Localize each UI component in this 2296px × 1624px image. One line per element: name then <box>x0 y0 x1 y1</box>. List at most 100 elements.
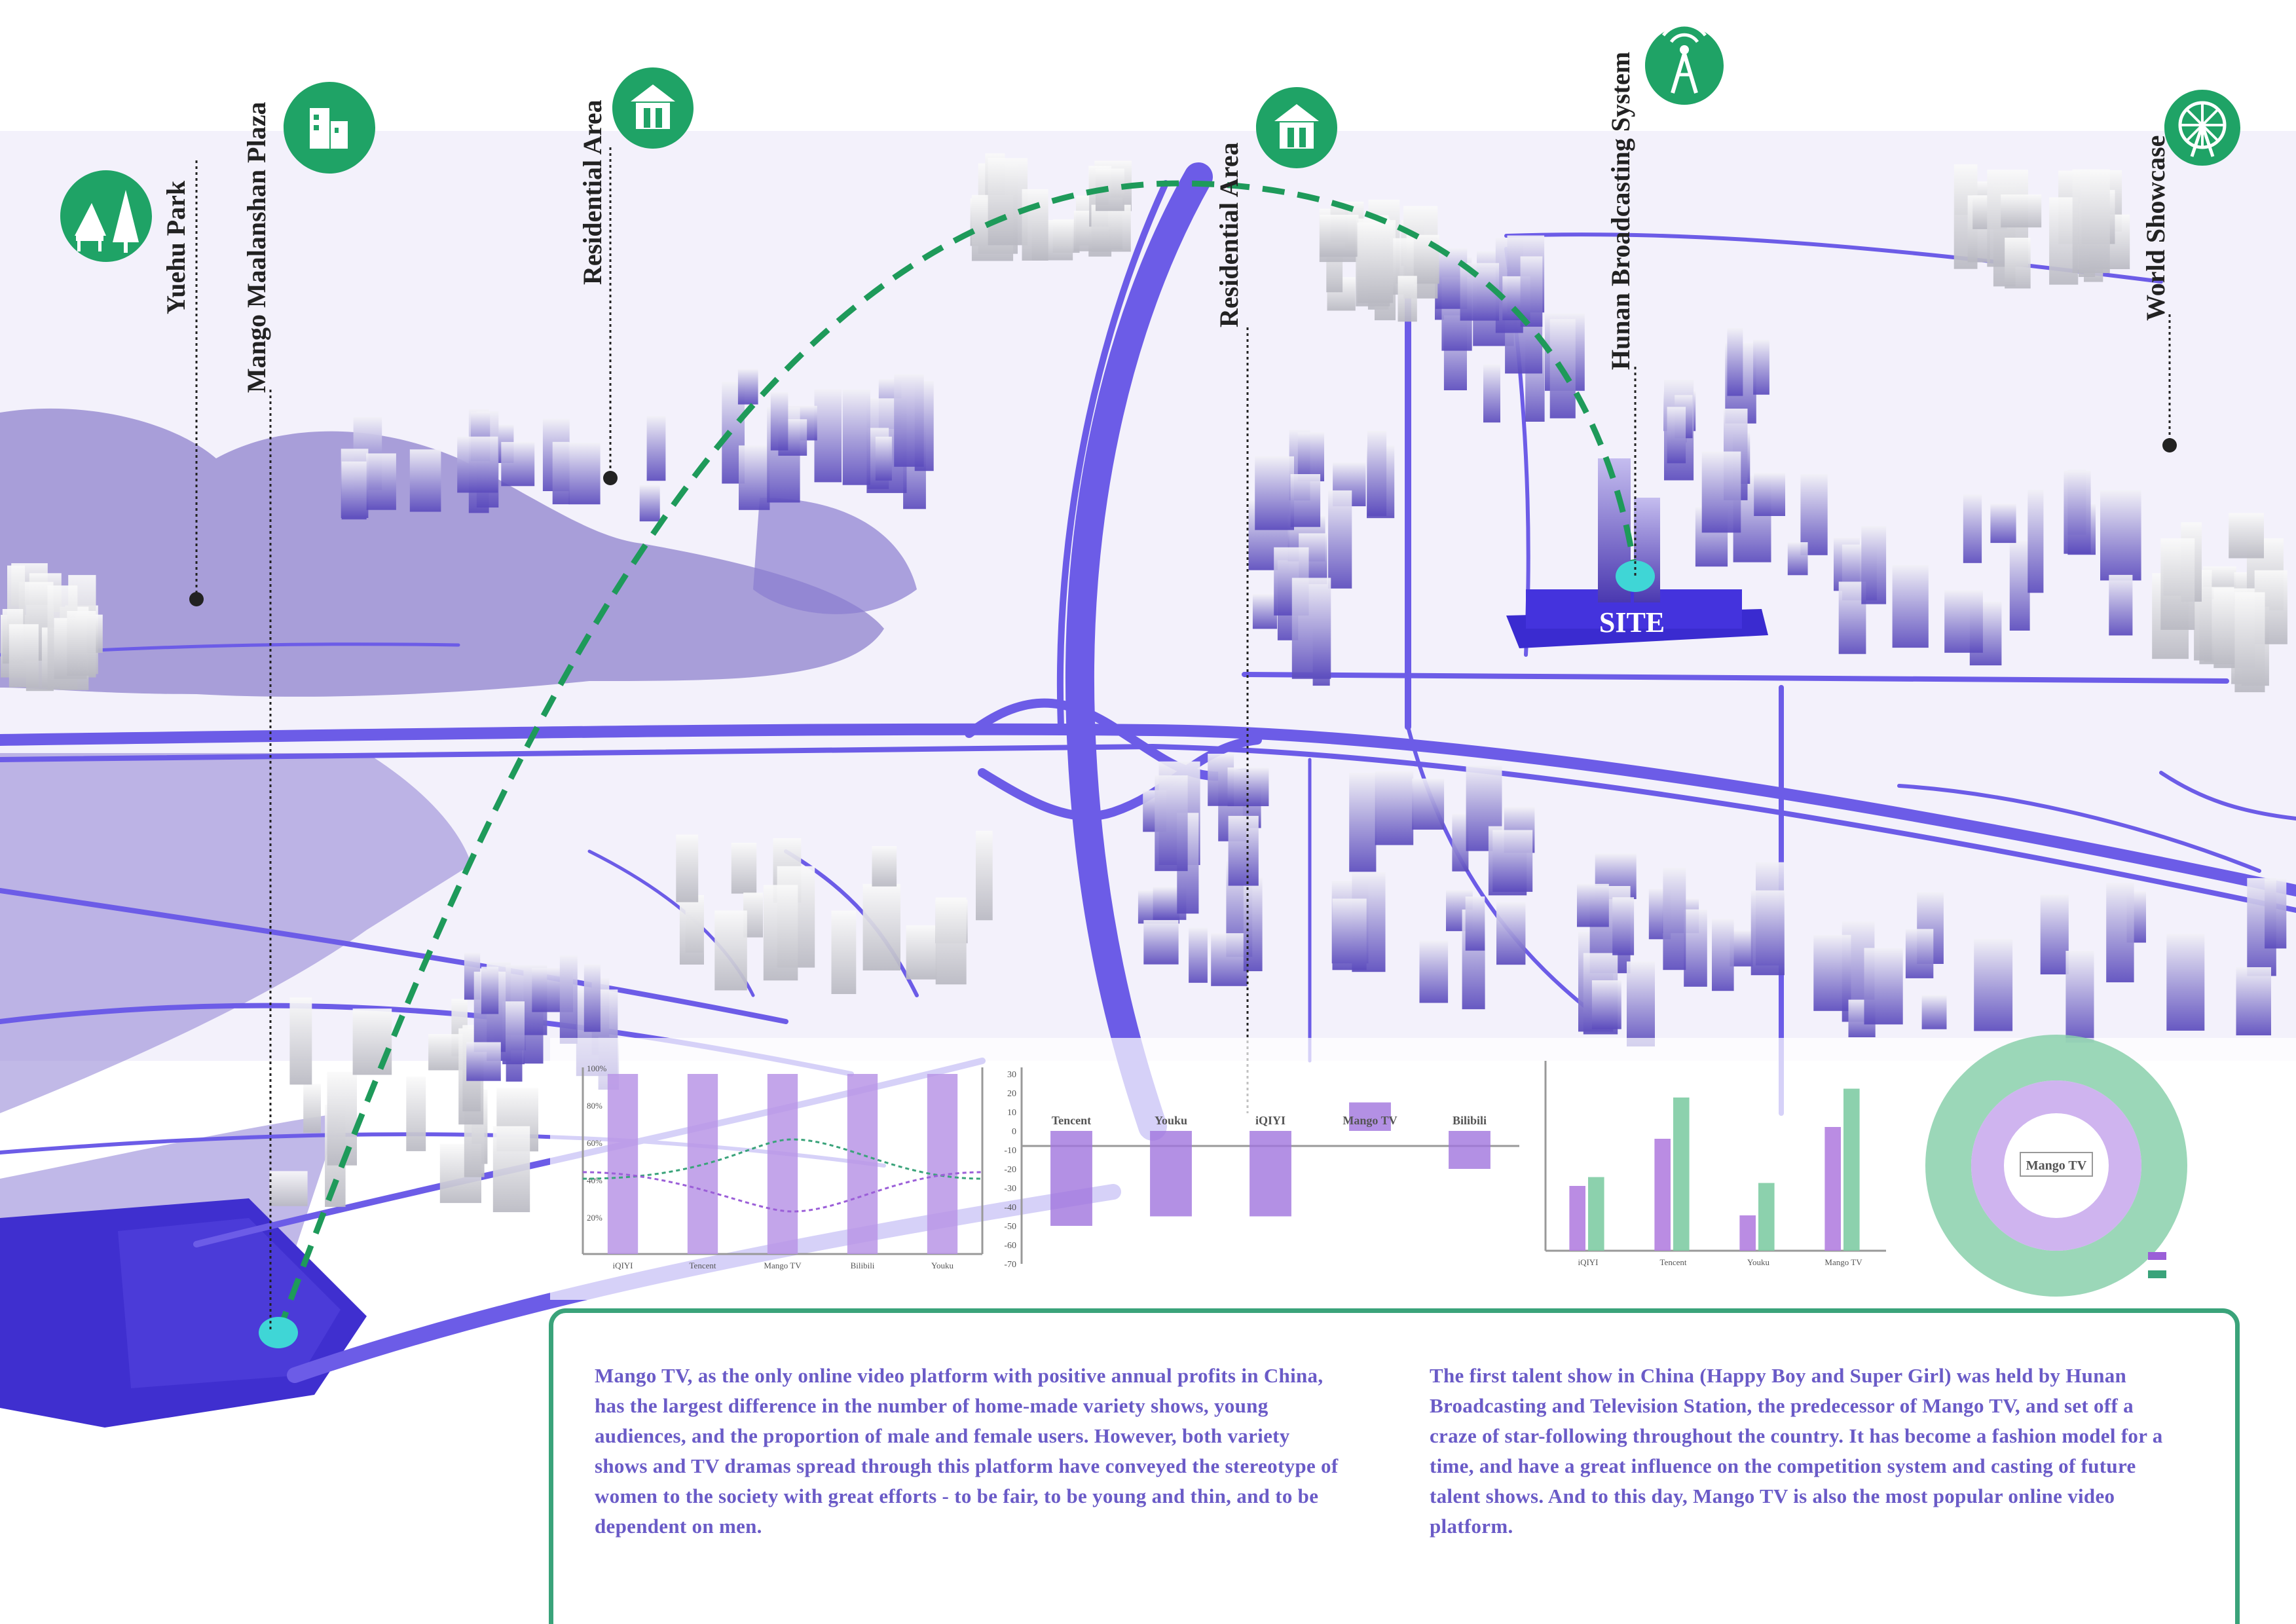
building-block <box>341 461 367 520</box>
bar <box>1349 1102 1391 1131</box>
building-block <box>1963 494 1982 563</box>
tick-label: -20 <box>1004 1165 1016 1175</box>
building-block <box>1754 473 1785 516</box>
label-world-showcase: World Showcase <box>2141 136 2170 321</box>
building-block <box>1252 594 1278 629</box>
building-block <box>2229 513 2264 559</box>
building-block <box>1753 339 1769 395</box>
building-block <box>1520 256 1543 327</box>
category-label: Bilibili <box>851 1261 875 1270</box>
ferris-wheel-icon <box>2164 90 2240 177</box>
building-block <box>1627 961 1655 1047</box>
residence-icon <box>1256 87 1337 180</box>
building-block <box>269 1171 308 1206</box>
building-block <box>1712 919 1734 991</box>
bar <box>687 1074 718 1254</box>
bar <box>1758 1183 1775 1251</box>
river-area <box>0 753 472 1113</box>
building-block <box>2072 169 2110 273</box>
building-block <box>1452 813 1469 872</box>
building-block <box>1332 898 1367 970</box>
building-block <box>935 897 967 985</box>
building-block <box>552 441 570 505</box>
building-block <box>559 955 578 1044</box>
building-block <box>2028 489 2044 593</box>
bar <box>607 1074 639 1254</box>
building-block <box>988 158 1028 246</box>
building-block <box>739 445 770 510</box>
building-block <box>1143 920 1179 965</box>
broadcast-tower-icon <box>1645 23 1724 117</box>
building-block <box>1787 542 1808 576</box>
building-block <box>1357 222 1394 303</box>
building-block <box>406 1077 426 1151</box>
bar <box>1250 1131 1291 1217</box>
building-block <box>1483 364 1500 423</box>
building-block <box>1750 890 1785 976</box>
donut-center-label: Mango TV <box>2026 1158 2087 1173</box>
building-block <box>679 895 704 965</box>
bar <box>1843 1088 1860 1251</box>
category-label: Mango TV <box>1824 1257 1862 1267</box>
category-label: Youku <box>931 1261 954 1270</box>
bar <box>1588 1177 1604 1251</box>
building-block <box>327 1071 357 1166</box>
origin-marker <box>259 1317 298 1348</box>
tick-label: -30 <box>1004 1184 1016 1194</box>
building-block <box>1398 276 1417 322</box>
tick-label: 80% <box>587 1101 602 1111</box>
tick-label: 40% <box>587 1175 602 1185</box>
landmark-labels: Yuehu Park Mango Maalanshan Plaza Reside… <box>161 52 2170 393</box>
building-block <box>2166 934 2205 1031</box>
bar <box>1150 1131 1192 1217</box>
building-block <box>366 453 396 510</box>
yuehu-lake <box>0 408 884 697</box>
building-block <box>2040 894 2069 974</box>
bar <box>767 1074 798 1254</box>
category-label: Tencent <box>1052 1114 1091 1127</box>
landmark-leaders <box>195 147 2171 1333</box>
building-block <box>737 369 758 405</box>
building-block <box>289 997 312 1085</box>
building-block <box>763 885 798 981</box>
building-block <box>1022 189 1048 261</box>
building-block <box>1189 927 1208 983</box>
building-block <box>568 443 601 505</box>
building-block <box>501 441 535 487</box>
info-text-right: The first talent show in China (Happy Bo… <box>1430 1364 2163 1538</box>
donut-center-box <box>2020 1152 2093 1177</box>
tick-label: 30 <box>1007 1070 1016 1080</box>
building-block <box>1228 815 1259 886</box>
building-block <box>67 611 96 676</box>
building-block <box>875 436 892 481</box>
building-block <box>2160 538 2195 630</box>
chart-genre-donut: Mango TV <box>1925 1035 2187 1297</box>
bar <box>1569 1186 1585 1251</box>
building-block <box>842 389 870 485</box>
building-block <box>466 1042 501 1081</box>
building-block <box>2001 194 2042 228</box>
building-clusters <box>1 153 2287 1213</box>
building-block <box>1349 773 1377 872</box>
tick-label: -50 <box>1004 1222 1016 1232</box>
legend-swatch-purple <box>2148 1252 2166 1260</box>
category-label: Bilibili <box>1453 1114 1487 1127</box>
building-block <box>1290 474 1321 527</box>
tick-label: -70 <box>1004 1260 1016 1270</box>
building-block <box>1864 948 1903 1025</box>
tick-label: -60 <box>1004 1241 1016 1251</box>
building-block <box>1243 877 1263 972</box>
building-block <box>1813 934 1851 1011</box>
tick-label: 20 <box>1007 1089 1016 1099</box>
info-text-left: Mango TV, as the only online video platf… <box>595 1364 1339 1538</box>
building-block <box>1367 430 1387 516</box>
category-label: Tencent <box>690 1261 716 1270</box>
building-block <box>352 1008 392 1075</box>
building-block <box>1701 451 1741 533</box>
building-block <box>1297 432 1324 481</box>
building-block <box>1667 407 1686 464</box>
building-block <box>1944 590 1983 653</box>
building-block <box>1905 929 1934 978</box>
